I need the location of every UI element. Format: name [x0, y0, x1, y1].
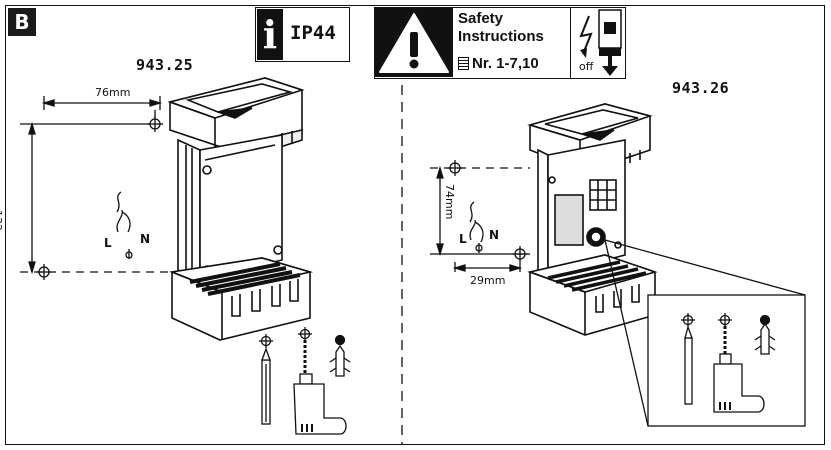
- safety-title-line2: Instructions: [458, 28, 544, 45]
- right-neutral-label: N: [489, 228, 500, 242]
- left-wire-symbol: [116, 191, 133, 259]
- left-height-dimension: [20, 121, 180, 275]
- right-model-number: 943.26: [672, 79, 730, 97]
- wall-plug-icon: [329, 334, 351, 377]
- safety-instructions-box: Safety Instructions Nr. 1-7,10: [374, 7, 571, 79]
- left-crosshair-bottom: [36, 264, 52, 280]
- right-width-label: 29mm: [470, 274, 506, 287]
- circuit-breaker-icon: [598, 9, 622, 76]
- safety-title-line1: Safety: [458, 10, 504, 27]
- right-live-label: L: [459, 232, 467, 246]
- left-model-number: 943.25: [136, 56, 194, 74]
- left-live-label: L: [104, 236, 112, 250]
- ip-rating-badge: i IP44: [255, 7, 350, 62]
- warning-panel: [375, 8, 453, 77]
- right-wire-symbol: [469, 201, 484, 253]
- safety-title: Safety Instructions: [458, 10, 544, 46]
- right-width-dimension: [452, 262, 523, 272]
- power-state-label: off: [579, 60, 594, 73]
- right-crosshair-bottom: [512, 246, 528, 262]
- left-height-label: 132mm: [0, 210, 4, 253]
- lightning-bolt-icon: [579, 15, 593, 58]
- section-badge: B: [8, 8, 36, 36]
- power-off-box: off: [571, 7, 626, 79]
- detail-pencil-icon: [681, 313, 695, 405]
- info-icon: i: [257, 9, 283, 60]
- diagram-frame: [5, 5, 825, 445]
- right-height-label: 74mm: [443, 184, 456, 220]
- detail-drill-icon: [713, 313, 765, 413]
- left-crosshair-top: [147, 116, 163, 132]
- ip-rating-text: IP44: [290, 22, 336, 44]
- left-width-label: 76mm: [95, 86, 131, 99]
- right-crosshair-top: [447, 160, 463, 176]
- pencil-icon: [259, 334, 273, 425]
- safety-reference-text: Nr. 1-7,10: [472, 55, 539, 72]
- left-width-dimension: [41, 96, 163, 118]
- safety-reference: Nr. 1-7,10: [458, 55, 539, 72]
- right-device-housing: [527, 103, 658, 336]
- left-device-housing: [167, 77, 314, 341]
- document-icon: [458, 57, 469, 70]
- drill-icon: [293, 327, 347, 435]
- warning-triangle-icon: [379, 13, 449, 73]
- detail-wall-plug-icon: [754, 314, 776, 355]
- left-neutral-label: N: [140, 232, 151, 246]
